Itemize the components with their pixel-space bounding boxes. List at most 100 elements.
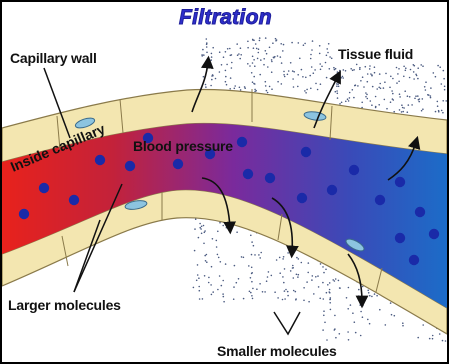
- small-molecule: [221, 64, 223, 66]
- small-molecule: [320, 263, 322, 265]
- small-molecule: [260, 59, 262, 61]
- small-molecule: [298, 42, 300, 44]
- small-molecule: [255, 43, 257, 45]
- small-molecule: [390, 101, 392, 103]
- small-molecule: [442, 112, 444, 114]
- small-molecule: [203, 54, 205, 56]
- small-molecule: [362, 316, 364, 318]
- small-molecule: [208, 277, 210, 279]
- small-molecule: [252, 39, 254, 41]
- small-molecule: [398, 81, 400, 83]
- small-molecule: [357, 85, 359, 87]
- large-molecule: [375, 195, 385, 205]
- small-molecule: [366, 94, 368, 96]
- small-molecule: [401, 104, 403, 106]
- small-molecule: [210, 85, 212, 87]
- small-molecule: [418, 99, 420, 101]
- small-molecule: [425, 81, 427, 83]
- small-molecule: [358, 289, 360, 291]
- small-molecule: [206, 38, 208, 40]
- small-molecule: [353, 97, 355, 99]
- small-molecule: [345, 101, 347, 103]
- small-molecule: [422, 98, 424, 100]
- small-molecule: [284, 268, 286, 270]
- small-molecule: [217, 289, 219, 291]
- small-molecule: [338, 86, 340, 88]
- small-molecule: [370, 100, 372, 102]
- small-molecule: [441, 110, 443, 112]
- small-molecule: [445, 340, 447, 342]
- small-molecule: [292, 78, 294, 80]
- small-molecule: [211, 56, 213, 58]
- small-molecule: [253, 83, 255, 85]
- small-molecule: [274, 56, 276, 58]
- small-molecule: [225, 51, 227, 53]
- small-molecule: [311, 66, 313, 68]
- small-molecule: [353, 69, 355, 71]
- small-molecule: [415, 95, 417, 97]
- small-molecule: [326, 55, 328, 57]
- small-molecule: [371, 74, 373, 76]
- small-molecule: [268, 271, 270, 273]
- small-molecule: [293, 277, 295, 279]
- small-molecule: [335, 337, 337, 339]
- small-molecule: [329, 302, 331, 304]
- large-molecule: [265, 173, 275, 183]
- small-molecule: [202, 49, 204, 51]
- small-molecule: [206, 52, 208, 54]
- small-molecule: [215, 78, 217, 80]
- small-molecule: [212, 291, 214, 293]
- small-molecule: [421, 110, 423, 112]
- small-molecule: [280, 56, 282, 58]
- small-molecule: [219, 51, 221, 53]
- small-molecule: [385, 324, 387, 326]
- small-molecule: [265, 37, 267, 39]
- small-molecule: [250, 292, 252, 294]
- small-molecule: [348, 287, 350, 289]
- small-molecule: [355, 332, 357, 334]
- small-molecule: [319, 298, 321, 300]
- small-molecule: [275, 38, 277, 40]
- large-molecule: [19, 209, 29, 219]
- small-molecule: [422, 65, 424, 67]
- small-molecule: [247, 41, 249, 43]
- large-molecule: [95, 155, 105, 165]
- small-molecule: [402, 107, 404, 109]
- large-molecule: [409, 255, 419, 265]
- small-molecule: [225, 76, 227, 78]
- small-molecule: [211, 294, 213, 296]
- small-molecule: [248, 265, 250, 267]
- small-molecule: [283, 256, 285, 258]
- small-molecule: [399, 96, 401, 98]
- small-molecule: [413, 78, 415, 80]
- small-molecule: [335, 278, 337, 280]
- small-molecule: [219, 275, 221, 277]
- small-molecule: [263, 58, 265, 60]
- small-molecule: [216, 246, 218, 248]
- small-molecule: [337, 93, 339, 95]
- small-molecule: [298, 258, 300, 260]
- small-molecule: [249, 65, 251, 67]
- small-molecule: [233, 286, 235, 288]
- small-molecule: [334, 315, 336, 317]
- small-molecule: [327, 52, 329, 54]
- small-molecule: [391, 90, 393, 92]
- small-molecule: [330, 309, 332, 311]
- small-molecule: [264, 291, 266, 293]
- small-molecule: [251, 241, 253, 243]
- small-molecule: [287, 291, 289, 293]
- small-molecule: [433, 72, 435, 74]
- small-molecule: [293, 290, 295, 292]
- small-molecule: [369, 323, 371, 325]
- small-molecule: [441, 83, 443, 85]
- small-molecule: [310, 54, 312, 56]
- small-molecule: [198, 237, 200, 239]
- small-molecule: [285, 289, 287, 291]
- small-molecule: [251, 281, 253, 283]
- small-molecule: [326, 292, 328, 294]
- small-molecule: [404, 90, 406, 92]
- small-molecule: [263, 64, 265, 66]
- small-molecule: [396, 82, 398, 84]
- small-molecule: [288, 70, 290, 72]
